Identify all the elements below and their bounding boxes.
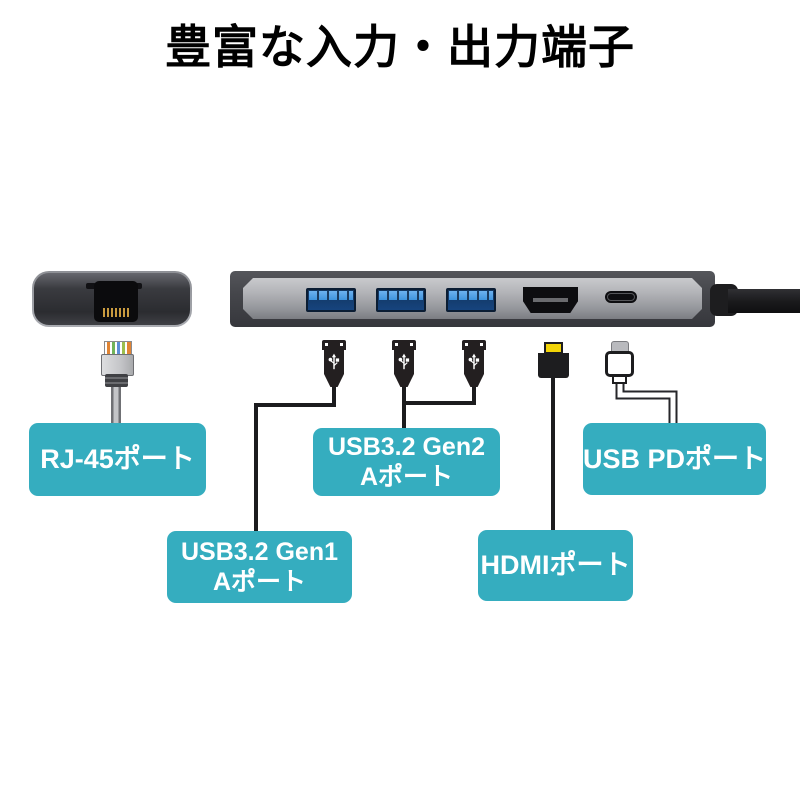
usbc-cable-line bbox=[615, 380, 678, 426]
rj45-latch-slot-icon bbox=[86, 283, 96, 289]
rj45-plug-icon bbox=[101, 354, 134, 376]
label-line1: USB3.2 Gen2 bbox=[327, 432, 485, 461]
usb-trident-icon bbox=[398, 353, 410, 370]
hub-attached-cable bbox=[728, 289, 800, 313]
usb-a-port-2-icon bbox=[376, 288, 426, 312]
usb-c-plug-neck-icon bbox=[612, 375, 627, 384]
usb-trident-icon bbox=[468, 353, 480, 370]
hdmi-plug-icon bbox=[538, 353, 569, 378]
rj45-plug-wires-icon bbox=[104, 341, 132, 355]
label-line2: Aポート bbox=[212, 568, 307, 596]
label-text: RJ-45ポート bbox=[40, 444, 195, 475]
hub-end-view bbox=[32, 271, 192, 327]
label-hdmi-port: HDMIポート bbox=[478, 530, 633, 601]
usb-a-port-1-icon bbox=[306, 288, 356, 312]
usb-a-plug-1-icon bbox=[322, 340, 346, 387]
usb-c-port-icon bbox=[605, 291, 637, 303]
rj45-port-icon bbox=[94, 281, 138, 322]
label-usb32-gen1-a-port: USB3.2 Gen1 Aポート bbox=[167, 531, 352, 603]
label-rj45-port: RJ-45ポート bbox=[29, 423, 206, 496]
usb-a-plug-3-icon bbox=[462, 340, 486, 387]
label-line2: Aポート bbox=[359, 463, 454, 491]
label-text: HDMIポート bbox=[480, 550, 631, 581]
page-title: 豊富な入力・出力端子 bbox=[165, 21, 635, 73]
rj45-pins-icon bbox=[103, 308, 129, 317]
usb-a-plug-2-icon bbox=[392, 340, 416, 387]
label-line1: USB3.2 Gen1 bbox=[180, 537, 338, 566]
usb-trident-icon bbox=[328, 353, 340, 370]
label-usb-pd-port: USB PDポート bbox=[583, 423, 766, 495]
usb-a-port-3-icon bbox=[446, 288, 496, 312]
label-text: USB PDポート bbox=[583, 443, 767, 474]
label-usb32-gen2-a-port: USB3.2 Gen2 Aポート bbox=[313, 428, 500, 496]
hub-end-panel bbox=[34, 273, 190, 325]
hdmi-port-icon bbox=[523, 287, 578, 313]
usb3-cable-line bbox=[404, 385, 476, 405]
rj45-plug-boot-icon bbox=[105, 374, 128, 387]
usb1-cable-line bbox=[254, 385, 336, 534]
usb-c-plug-icon bbox=[605, 351, 634, 377]
